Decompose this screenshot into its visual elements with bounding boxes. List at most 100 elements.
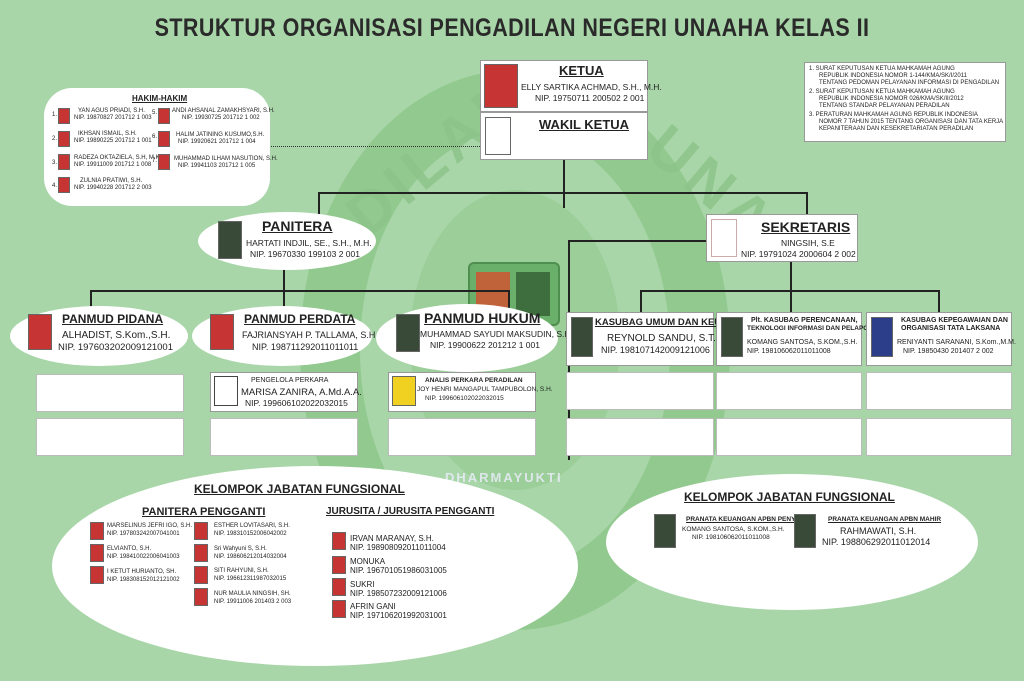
jf-right-a-title: PRANATA KEUANGAN APBN PENYELIA: [686, 516, 811, 523]
avatar: [90, 544, 104, 562]
connector: [318, 192, 320, 220]
pidana-title: PANMUD PIDANA: [62, 312, 164, 326]
connector: [283, 265, 285, 310]
empty-slot: [866, 372, 1012, 410]
hakim-name: RADEZA OKTAZIELA, S.H, M.Kn: [74, 155, 163, 161]
perdata-nip: NIP. 198711292011011011: [252, 342, 359, 352]
jf-right-b-name: RAHMAWATI, S.H.: [840, 526, 917, 536]
kasubag-kepeg-box: KASUBAG KEPEGAWAIAN DAN ORGANISASI TATA …: [866, 312, 1016, 366]
avatar: [214, 376, 238, 406]
empty-slot: [566, 418, 714, 456]
jf-left-title: KELOMPOK JABATAN FUNGSIONAL: [194, 482, 405, 496]
js-name: AFRIN GANI: [350, 602, 396, 611]
avatar: [58, 108, 70, 124]
ketua-box: KETUA ELLY SARTIKA ACHMAD, S.H., M.H. NI…: [480, 60, 662, 112]
hakim-no: 4.: [52, 183, 58, 189]
pp-name: NUR MAULIA NINGSIH, SH.: [214, 591, 291, 597]
avatar: [158, 154, 170, 170]
empty-slot: [716, 372, 862, 410]
avatar: [58, 177, 70, 193]
js-nip: NIP. 196701051986031005: [350, 566, 447, 575]
hakim-name: YAN AGUS PRIADI, S.H.: [78, 108, 145, 114]
empty-slot: [210, 418, 358, 456]
hakim-no: 5.: [152, 110, 158, 116]
pp-nip: NIP. 198606212014032004: [214, 554, 287, 560]
js-name: IRVAN MARANAY, S.H.: [350, 534, 434, 543]
hakim-nip: NIP. 19940228 201712 2 003: [74, 185, 152, 191]
legal-line: TENTANG PEDOMAN PELAYANAN INFORMASI DI P…: [819, 80, 1000, 86]
kasubag-ptip-title: Plt. KASUBAG PERENCANAAN,: [751, 317, 858, 324]
avatar: [194, 522, 208, 540]
avatar: [158, 131, 170, 147]
kasubag-kepeg-name: RENIYANTI SARANANI, S.Kom.,M.M.: [897, 339, 1016, 346]
js-title: JURUSITA / JURUSITA PENGGANTI: [326, 506, 495, 517]
watermark-text-bottom: DHARMAYUKTI: [445, 470, 563, 485]
legal-basis-box: 1. SURAT KEPUTUSAN KETUA MAHKAMAH AGUNG …: [804, 62, 1006, 142]
panmud-perdata-box: PANMUD PERDATA FAJRIANSYAH P. TALLAMA, S…: [192, 306, 375, 366]
connector: [938, 290, 940, 312]
pengelola-nip: NIP. 199606102022032015: [245, 398, 348, 408]
analis-title: ANALIS PERKARA PERADILAN: [425, 377, 523, 384]
avatar: [158, 108, 170, 124]
connector: [790, 260, 792, 312]
legal-line: 3. PERATURAN MAHKAMAH AGUNG REPUBLIK IND…: [809, 112, 978, 118]
legal-line: NOMOR 7 TAHUN 2015 TENTANG ORGANISASI DA…: [819, 119, 1004, 125]
js-name: SUKRI: [350, 580, 375, 589]
avatar: [392, 376, 416, 406]
hakim-title: HAKIM-HAKIM: [132, 94, 188, 103]
avatar: [210, 314, 234, 350]
ketua-title: KETUA: [559, 63, 604, 78]
avatar: [711, 219, 737, 257]
pp-nip: NIP. 198308152012121002: [107, 577, 180, 583]
panmud-pidana-box: PANMUD PIDANA ALHADIST, S.Kom.,S.H. NIP.…: [10, 306, 188, 366]
legal-line: REPUBLIK INDONESIA NOMOR 1-144/KMA/SK/I/…: [819, 73, 967, 79]
kasubag-kepeg-title: KASUBAG KEPEGAWAIAN DAN: [901, 317, 1008, 324]
avatar: [218, 221, 242, 259]
hukum-name: MUHAMMAD SAYUDI MAKSUDIN, S.H: [420, 329, 571, 339]
hakim-no: 7.: [152, 158, 158, 164]
kasubag-umum-box: KASUBAG UMUM DAN KEUANGAN REYNOLD SANDU,…: [566, 312, 756, 366]
sekretaris-title: SEKRETARIS: [761, 219, 851, 235]
wakil-box: WAKIL KETUA: [480, 112, 648, 160]
avatar: [654, 514, 676, 548]
connector: [318, 192, 808, 194]
kasubag-umum-nip: NIP. 198107142009121006: [601, 345, 710, 355]
analis-box: ANALIS PERKARA PERADILAN JOY HENRI MANGA…: [388, 372, 553, 412]
pidana-nip: NIP. 197603202009121001: [58, 342, 173, 353]
hakim-name: ZULNIA PRATIWI, S.H.: [80, 178, 143, 184]
hakim-name: ANDI AHSANAL ZAMAKHSYARI, S.H.: [172, 108, 275, 114]
avatar: [485, 117, 511, 155]
panmud-hukum-box: PANMUD HUKUM MUHAMMAD SAYUDI MAKSUDIN, S…: [376, 304, 571, 372]
pengelola-name: MARISA ZANIRA, A.Md.A.A.: [241, 387, 362, 398]
jf-right-a-name: KOMANG SANTOSA, S.KOM.,S.H.: [682, 526, 785, 533]
hakim-name: MUHAMMAD ILHAM NASUTION, S.H.: [174, 156, 278, 162]
avatar: [28, 314, 52, 350]
connector: [568, 240, 710, 242]
empty-slot: [566, 372, 714, 410]
ketua-nip: NIP. 19750711 200502 2 001: [535, 93, 645, 103]
js-name: MONUKA: [350, 557, 386, 566]
pp-name: ESTHER LOVITASARI, S.H.: [214, 523, 290, 529]
kasubag-ptip-nip: NIP. 198106062011011008: [747, 348, 831, 355]
empty-slot: [36, 374, 184, 412]
connector: [640, 290, 642, 312]
pp-name: SITI RAHYUNI, S.H.: [214, 568, 269, 574]
pp-nip: NIP. 198410022006041003: [107, 554, 180, 560]
kasubag-kepeg-nip: NIP. 19850430 201407 2 002: [903, 348, 994, 355]
perdata-title: PANMUD PERDATA: [244, 312, 356, 326]
avatar: [794, 514, 816, 548]
empty-slot: [388, 418, 536, 456]
jf-right-b-nip: NIP. 198806292011012014: [822, 537, 931, 547]
pp-nip: NIP. 197803242007041001: [107, 531, 180, 537]
jf-right-b-title: PRANATA KEUANGAN APBN MAHIR: [828, 516, 942, 523]
avatar: [58, 154, 70, 170]
kasubag-kepeg-title: ORGANISASI TATA LAKSANA: [901, 325, 1001, 332]
legal-line: 2. SURAT KEPUTUSAN KETUA MAHKAMAH AGUNG: [809, 89, 955, 95]
hakim-nip: NIP. 19941103 201712 1 005: [178, 163, 256, 169]
pp-nip: NIP. 198310152006042002: [214, 531, 287, 537]
pp-title: PANITERA PENGGANTI: [142, 506, 266, 518]
avatar: [721, 317, 743, 357]
hakim-nip: NIP. 19920621 201712 1 004: [178, 139, 256, 145]
avatar: [58, 131, 70, 147]
